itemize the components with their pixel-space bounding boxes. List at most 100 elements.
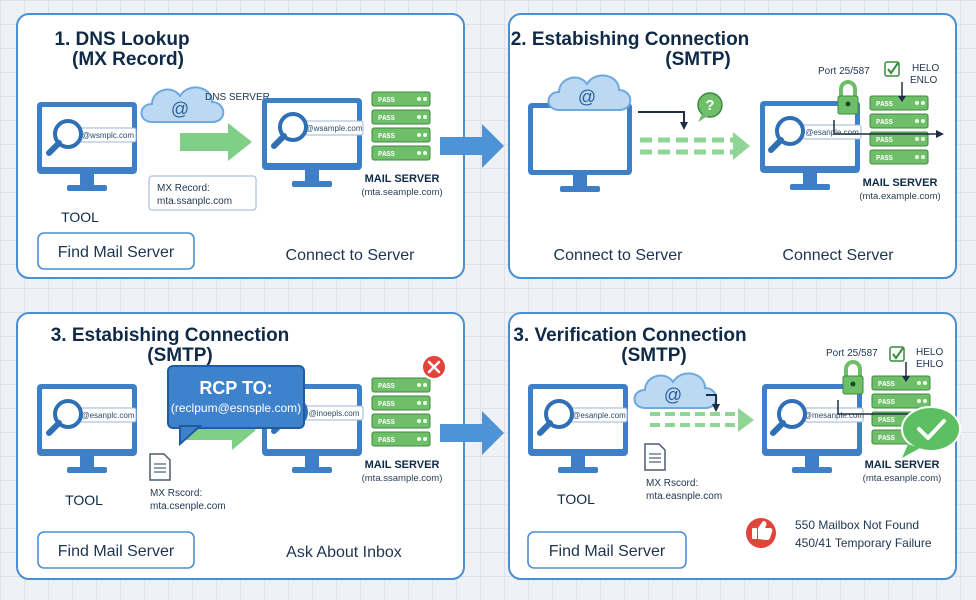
find-mail-server-button-label: Find Mail Server <box>58 244 175 261</box>
mx-record-value: mta.easnple.com <box>646 491 722 502</box>
server-monitor-url: @esanple.com <box>805 128 859 137</box>
mail-server-name: MAIL SERVER <box>863 177 938 189</box>
panel-2-caption-left: Connect to Server <box>554 247 684 264</box>
rack-label: PASS <box>378 437 395 445</box>
panel-4-title-line2: (SMTP) <box>621 345 686 366</box>
mx-record-label: MX Rscord: <box>150 488 202 499</box>
find-mail-server-button-label: Find Mail Server <box>549 543 666 560</box>
panel-2-caption-right: Connect Server <box>782 247 894 264</box>
rack-label: PASS <box>878 399 895 407</box>
connect-arrow-icon <box>638 111 688 130</box>
server-monitor-url: @wsample.com <box>305 124 362 133</box>
mx-record-label: MX Record: <box>157 183 210 194</box>
dns-server-label: DNS SERVER <box>205 92 270 103</box>
server-monitor: @mesanple.com <box>762 384 864 473</box>
rcpt-to-bubble: RCP TO: (reclpum@esnsple.com) <box>167 365 305 447</box>
mail-server-host: (mta.seample.com) <box>361 187 442 198</box>
tool-monitor: @esanplc.com <box>37 384 137 473</box>
server-rack-icon: PASS PASS PASS PASS <box>869 95 929 165</box>
rack-label: PASS <box>378 419 395 427</box>
checkbox-icon <box>889 346 905 362</box>
mx-record-value: mta.ssanplc.com <box>157 196 232 207</box>
client-monitor <box>528 103 632 192</box>
server-monitor: @wsample.com <box>262 98 364 187</box>
panel-establishing-connection: 2. Estabishing Connection (SMTP) ? <box>508 13 957 279</box>
dashed-green-arrow-icon <box>650 408 754 432</box>
port-label: Port 25/587 <box>818 66 870 77</box>
svg-text:?: ? <box>705 97 714 114</box>
find-mail-server-button-label: Find Mail Server <box>58 543 175 560</box>
rcpt-to-address: (reclpum@esnsple.com) <box>171 401 301 415</box>
tool-monitor-url: @wsmplc.com <box>82 131 134 140</box>
green-arrow-icon <box>180 123 252 161</box>
tool-label: TOOL <box>61 209 99 225</box>
status-mailbox-not-found: 550 Mailbox Not Found <box>795 518 919 532</box>
port-label: Port 25/587 <box>826 348 878 359</box>
rack-label: PASS <box>878 381 895 389</box>
document-icon <box>644 443 666 471</box>
rcpt-to-title: RCP TO: <box>199 378 272 398</box>
rack-label: PASS <box>378 115 395 123</box>
rack-label: PASS <box>878 417 895 425</box>
tool-monitor: @wsmplc.com <box>37 102 137 191</box>
panel-rcpt-to: 3. Estabishing Connection (SMTP) @esanpl… <box>16 312 465 580</box>
mail-server-host: (mta.esanple.com) <box>863 473 942 484</box>
server-rack-icon: PASS PASS PASS PASS <box>371 377 431 447</box>
mail-server-host: (mta.ssample.com) <box>362 473 443 484</box>
thumbs-down-icon <box>746 518 776 548</box>
panel-1-title-line2: (MX Record) <box>72 49 184 70</box>
tool-monitor-url: @esanplc.com <box>81 411 134 420</box>
panel-verification: 3. Verification Connection (SMTP) @esanp… <box>508 312 961 580</box>
rack-label: PASS <box>876 155 893 163</box>
rack-label: PASS <box>378 401 395 409</box>
panel-3-title-line2: (SMTP) <box>147 345 212 366</box>
ehlo-label: EHLO <box>916 359 943 370</box>
server-monitor-url: @mesanple.com <box>804 411 864 420</box>
mail-server-name: MAIL SERVER <box>365 459 440 471</box>
server-rack-icon: PASS PASS PASS PASS <box>371 91 431 161</box>
rack-label: PASS <box>876 119 893 127</box>
find-mail-server-button[interactable]: Find Mail Server <box>37 232 195 270</box>
panel-3-caption: Ask About Inbox <box>286 544 402 561</box>
helo-label: HELO <box>916 347 943 358</box>
success-check-icon <box>901 406 961 458</box>
document-icon <box>149 453 171 481</box>
panel-1-title-line1: 1. DNS Lookup <box>54 29 189 50</box>
tool-label: TOOL <box>65 492 103 508</box>
find-mail-server-button[interactable]: Find Mail Server <box>527 531 687 569</box>
flow-arrow-icon <box>440 411 504 455</box>
panel-3-title-line1: 3. Estabishing Connection <box>51 325 290 346</box>
checkbox-icon <box>884 61 900 77</box>
panel-2-title-line2: (SMTP) <box>665 49 730 70</box>
mx-record-box: MX Record: mta.ssanplc.com <box>148 175 257 211</box>
panel-4-title-line1: 3. Verification Connection <box>513 325 746 346</box>
mail-server-name: MAIL SERVER <box>865 459 940 471</box>
rack-label: PASS <box>878 435 895 443</box>
rack-label: PASS <box>876 101 893 109</box>
rack-label: PASS <box>378 151 395 159</box>
status-temporary-failure: 450/41 Temporary Failure <box>795 536 932 550</box>
server-monitor-url: @inoepls.com <box>309 409 360 418</box>
connection-line-icon <box>833 82 944 138</box>
server-rack-icon: PASS PASS PASS PASS <box>871 375 931 445</box>
find-mail-server-button[interactable]: Find Mail Server <box>37 531 195 569</box>
connect-arrow-icon <box>706 394 720 412</box>
rack-label: PASS <box>876 137 893 145</box>
rack-label: PASS <box>378 97 395 105</box>
mx-record-value: mta.csenple.com <box>150 501 226 512</box>
tool-monitor-url: @esanple.com <box>572 411 626 420</box>
tool-monitor: @esanple.com <box>528 384 628 473</box>
dashed-green-arrow-icon <box>640 132 750 160</box>
helo-label: HELO <box>912 63 939 74</box>
rack-label: PASS <box>378 133 395 141</box>
tool-label: TOOL <box>557 491 595 507</box>
server-monitor: @esanple.com <box>760 101 862 190</box>
rack-label: PASS <box>378 383 395 391</box>
panel-1-caption: Connect to Server <box>286 247 416 264</box>
question-bubble-icon: ? <box>697 92 723 122</box>
ehlo-label: ENLO <box>910 75 937 86</box>
panel-dns-lookup: 1. DNS Lookup (MX Record) @wsmplc.com TO… <box>16 13 465 279</box>
server-monitor: @inoepls.com <box>262 384 364 473</box>
mx-record-label: MX Rscord: <box>646 478 698 489</box>
